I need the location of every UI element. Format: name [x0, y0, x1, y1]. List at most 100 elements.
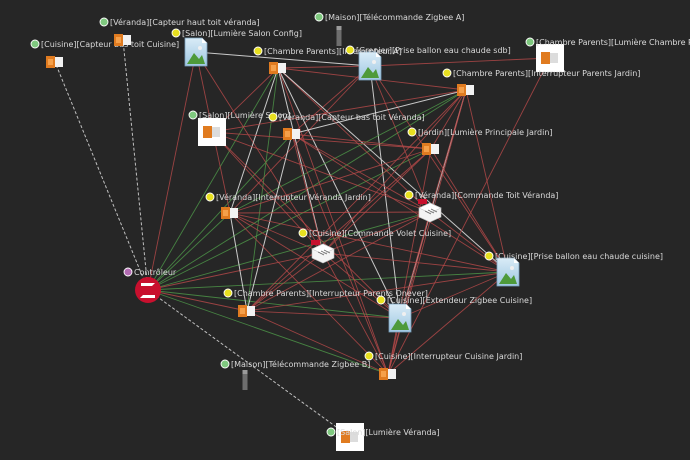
status-dot-yellow	[268, 112, 278, 122]
status-dot-yellow	[404, 190, 414, 200]
image-file-icon	[388, 303, 412, 333]
edge-green	[147, 67, 279, 291]
edge-red	[387, 57, 551, 375]
node-label: [Chambre Parents][Lumière Chambre Parent…	[536, 37, 690, 47]
edge-red	[429, 89, 467, 213]
edge-red	[229, 148, 432, 214]
node-ctrl[interactable]: Contrôleur	[123, 267, 177, 303]
edge-white	[229, 67, 279, 214]
sensor-device-icon	[379, 368, 396, 380]
edge-red	[399, 271, 509, 319]
edge-green	[246, 67, 279, 312]
status-dot-yellow	[376, 295, 386, 305]
node-veranda-capt-bas[interactable]: [Véranda][Capteur bas toit Véranda]	[268, 112, 425, 140]
node-chambre-inter-a[interactable]: [Chambre Parents][Interrupteur A]	[253, 46, 402, 74]
edge-red	[147, 252, 324, 291]
edge-red	[291, 133, 509, 273]
sensor-face	[292, 129, 300, 139]
edge-green	[147, 133, 293, 291]
remote-top	[336, 26, 342, 30]
status-dot-green	[99, 17, 109, 27]
node-maison-telecom-a[interactable]: [Maison][Télécommande Zigbee A]	[314, 12, 464, 46]
node-layer: Contrôleur [Cuisine][Capteur bas toit Cui…	[30, 12, 690, 451]
node-salon-lum-salon[interactable]: [Salon][Lumière Salon]	[188, 110, 291, 146]
box-stripe	[430, 208, 438, 213]
node-cuisine-volet[interactable]: [Cuisine][Commande Volet Cuisine]	[298, 228, 451, 264]
node-cuisine-capt-bas[interactable]: [Cuisine][Capteur bas toit Cuisine]	[30, 39, 179, 68]
edge-red	[246, 148, 432, 312]
sensor-mark	[381, 371, 386, 377]
edge-red	[229, 212, 509, 273]
node-chambre-inter-onever[interactable]: [Chambre Parents][Interrupteur Parents O…	[223, 288, 428, 317]
edge-dashed	[147, 289, 351, 438]
edge-white	[229, 212, 248, 312]
sensor-face	[55, 57, 63, 67]
edge-red	[291, 133, 389, 375]
node-label: [Maison][Télécommande Zigbee B]	[231, 359, 370, 369]
edge-red	[277, 67, 389, 375]
node-grenier-prise[interactable]: [Grenier][Prise ballon eau chaude sdb]	[345, 45, 511, 81]
status-dot-green	[314, 12, 324, 22]
image-file-icon	[496, 257, 520, 287]
status-dot-yellow	[364, 351, 374, 361]
edge-red	[369, 57, 551, 67]
node-label: [Salon][Lumière Véranda]	[337, 427, 440, 437]
image-file-icon	[358, 51, 382, 81]
edge-red	[322, 252, 509, 273]
node-label: [Véranda][Capteur haut toit véranda]	[110, 17, 260, 27]
sensor-device-icon	[238, 305, 255, 317]
node-salon-lum-veranda[interactable]: [Salon][Lumière Véranda]	[326, 423, 440, 451]
image-sun	[510, 266, 514, 270]
edge-red	[430, 89, 467, 150]
node-veranda-commande[interactable]: [Véranda][Commande Toit Véranda]	[404, 190, 558, 223]
sensor-mark	[240, 308, 245, 314]
node-cuisine-prise[interactable]: [Cuisine][Prise ballon eau chaude cuisin…	[484, 251, 663, 287]
zigbee-box-icon	[311, 240, 335, 264]
box-tag	[418, 199, 427, 204]
edge-layer	[54, 39, 551, 438]
status-dot-yellow	[298, 228, 308, 238]
edge-green	[229, 89, 467, 214]
image-fold	[376, 52, 381, 57]
edge-red	[387, 271, 509, 375]
status-dot-yellow	[205, 192, 215, 202]
node-label: [Cuisine][Commande Volet Cuisine]	[309, 229, 451, 238]
image-hill	[499, 273, 517, 284]
image-fold	[406, 304, 411, 309]
edge-red	[246, 310, 389, 375]
plug-body	[541, 52, 550, 64]
node-chambre-inter-jardin[interactable]: [Chambre Parents][Interrupteur Parents J…	[442, 68, 640, 96]
plug-face	[350, 432, 358, 442]
status-dot-green	[30, 39, 40, 49]
plug-body	[203, 126, 212, 138]
edge-white	[369, 65, 401, 319]
node-label: [Cuisine][Interrupteur Cuisine Jardin]	[375, 352, 522, 361]
image-sun	[372, 60, 376, 64]
edge-red	[211, 131, 401, 319]
plug-face	[550, 53, 558, 63]
node-chambre-lum[interactable]: [Chambre Parents][Lumière Chambre Parent…	[525, 37, 690, 72]
status-dot-yellow	[253, 46, 263, 56]
node-salon-lum-config[interactable]: [Salon][Lumière Salon Config]	[171, 28, 302, 67]
sensor-device-icon	[221, 207, 238, 219]
edge-red	[147, 289, 248, 312]
node-jardin-lum[interactable]: [Jardin][Lumière Principale Jardin]	[407, 127, 553, 155]
node-cuisine-extendeur[interactable]: [Cuisine][Extendeur Zigbee Cuisine]	[376, 295, 532, 333]
node-label: [Salon][Lumière Salon]	[199, 110, 291, 120]
node-label: Contrôleur	[134, 267, 177, 277]
edge-red	[369, 65, 431, 213]
sensor-device-icon	[269, 62, 286, 74]
sensor-face	[431, 144, 439, 154]
edge-red	[369, 65, 509, 273]
edge-red	[322, 211, 431, 254]
edge-red	[277, 67, 431, 213]
node-cuisine-inter-jardin[interactable]: [Cuisine][Interrupteur Cuisine Jardin]	[364, 351, 522, 380]
node-maison-telecom-b[interactable]: [Maison][Télécommande Zigbee B]	[220, 359, 370, 390]
sensor-mark	[116, 37, 121, 43]
remote-body	[242, 370, 248, 390]
edge-red	[246, 252, 324, 312]
node-veranda-inter-jardin[interactable]: [Véranda][Interrupteur Véranda Jardin]	[205, 192, 371, 219]
box-stripe	[317, 251, 325, 256]
node-veranda-capt-haut[interactable]: [Véranda][Capteur haut toit véranda]	[99, 17, 260, 46]
